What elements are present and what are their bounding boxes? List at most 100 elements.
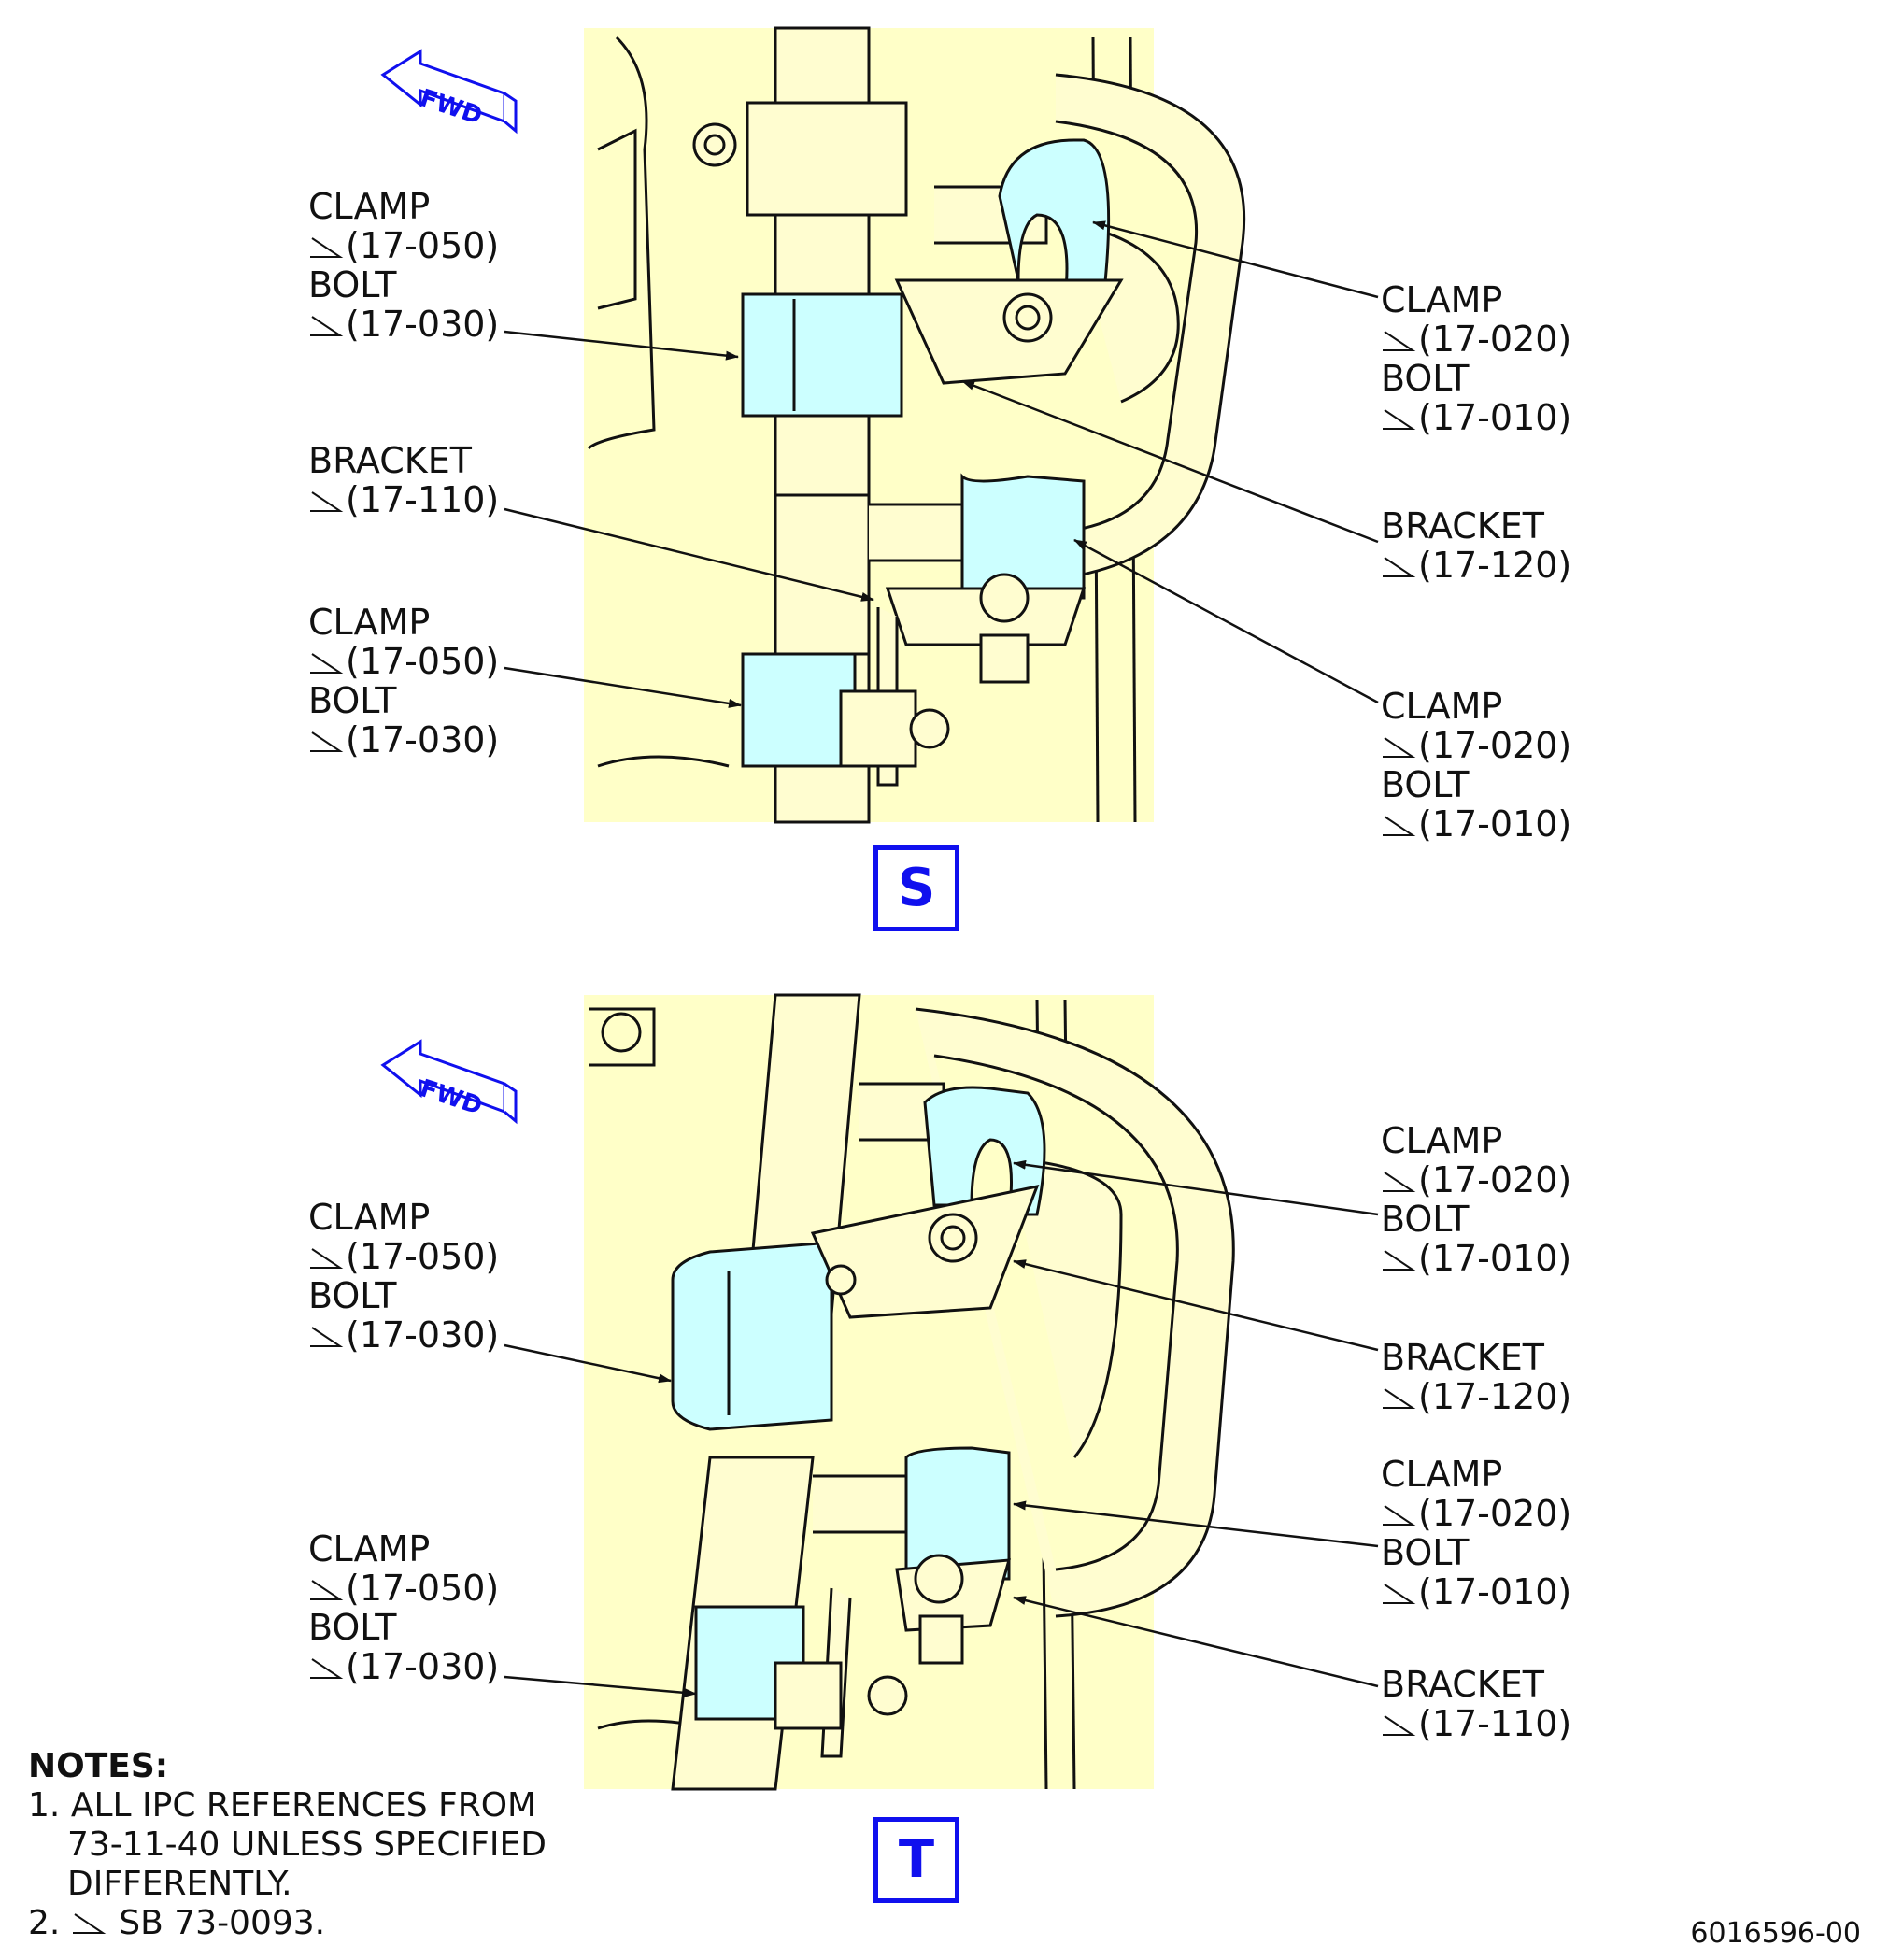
callout-line: CLAMP	[1381, 1454, 1503, 1495]
callout-line: BRACKET	[1381, 505, 1544, 547]
view-t-clamp-lower-right	[904, 1446, 1011, 1581]
sb-triangle-icon	[1383, 1715, 1416, 1736]
sb-triangle-icon	[310, 1327, 344, 1347]
view-s-clamp-upper-left	[741, 292, 903, 418]
sb-triangle-icon	[1383, 557, 1416, 577]
callout-s-clamp-bolt-upper-right: CLAMP (17-020) BOLT (17-010)	[1381, 280, 1571, 437]
view-s-clamp-lower-right	[960, 473, 1086, 600]
notes-heading: NOTES:	[28, 1747, 169, 1785]
callout-s-clamp-bolt-lower-right: CLAMP (17-020) BOLT (17-010)	[1381, 687, 1571, 844]
callout-line: (17-120)	[1418, 1376, 1572, 1417]
callout-t-clamp-bolt-lower-right: CLAMP (17-020) BOLT (17-010)	[1381, 1455, 1571, 1612]
callout-line: CLAMP	[1381, 279, 1503, 320]
callout-line: CLAMP	[1381, 686, 1503, 727]
view-t-drawing: FWD	[380, 993, 1379, 1791]
callout-s-bracket-110: BRACKET (17-110)	[308, 441, 499, 519]
callout-line: (17-050)	[346, 1568, 500, 1609]
sb-triangle-icon	[310, 731, 344, 752]
callout-line: (17-110)	[346, 479, 500, 520]
callout-line: CLAMP	[1381, 1120, 1503, 1161]
leader-t-1	[504, 1343, 672, 1384]
callout-line: (17-110)	[1418, 1703, 1572, 1744]
sb-triangle-icon	[310, 653, 344, 674]
callout-s-clamp-bolt-lower: CLAMP (17-050) BOLT (17-030)	[308, 603, 499, 760]
callout-line: (17-010)	[1418, 1238, 1572, 1279]
sb-triangle-icon	[1383, 1172, 1416, 1192]
leader-t-5	[1013, 1500, 1379, 1548]
callout-line: (17-020)	[1418, 319, 1572, 360]
view-s-drawing: FWD	[380, 26, 1379, 824]
figure-number: 6016596-00	[1690, 1917, 1861, 1950]
leader-t-6	[1013, 1596, 1379, 1688]
sb-triangle-icon	[1383, 1250, 1416, 1271]
callout-line: CLAMP	[308, 1528, 431, 1569]
sb-triangle-icon	[1383, 816, 1416, 836]
callout-s-clamp-bolt-upper: CLAMP (17-050) BOLT (17-030)	[308, 187, 499, 344]
callout-line: BOLT	[308, 1607, 397, 1648]
sb-triangle-icon	[310, 1580, 344, 1600]
sb-triangle-icon	[1383, 1505, 1416, 1526]
callout-line: (17-030)	[346, 304, 500, 345]
leader-s-1	[504, 330, 739, 361]
callout-line: (17-030)	[346, 1646, 500, 1687]
callout-line: BOLT	[1381, 1532, 1470, 1573]
view-s-clamp-lower-left	[741, 652, 857, 768]
callout-t-bracket-110: BRACKET (17-110)	[1381, 1665, 1571, 1743]
callout-line: (17-020)	[1418, 1159, 1572, 1200]
callout-line: (17-020)	[1418, 1493, 1572, 1534]
callout-line: BOLT	[1381, 358, 1470, 399]
note-text: SB 73-0093.	[119, 1904, 326, 1942]
sb-triangle-icon	[310, 1248, 344, 1269]
view-s-clamp-upper-right	[998, 138, 1111, 310]
leader-s-3	[504, 666, 742, 708]
view-s-leaders	[504, 220, 1379, 708]
callout-line: (17-050)	[346, 641, 500, 682]
sb-triangle-icon	[310, 1658, 344, 1679]
note-1: 1. ALL IPC REFERENCES FROM	[28, 1786, 547, 1825]
callout-t-clamp-bolt-lower: CLAMP (17-050) BOLT (17-030)	[308, 1529, 499, 1686]
view-t-leaders	[504, 1159, 1379, 1697]
callout-line: BOLT	[1381, 1199, 1470, 1240]
notes-block: NOTES: 1. ALL IPC REFERENCES FROM 73-11-…	[28, 1747, 547, 1943]
callout-s-bracket-120: BRACKET (17-120)	[1381, 506, 1571, 585]
note-number: 2.	[28, 1904, 61, 1942]
callout-line: (17-020)	[1418, 725, 1572, 766]
callout-line: CLAMP	[308, 602, 431, 643]
callout-line: BOLT	[308, 680, 397, 721]
view-t-fwd-arrow: FWD	[380, 1039, 518, 1125]
callout-t-bracket-120: BRACKET (17-120)	[1381, 1338, 1571, 1416]
callout-line: (17-030)	[346, 719, 500, 760]
sb-triangle-icon	[310, 316, 344, 336]
callout-line: BRACKET	[308, 440, 472, 481]
callout-line: (17-030)	[346, 1314, 500, 1356]
leader-s-2	[504, 507, 874, 602]
note-2: 2. SB 73-0093.	[28, 1904, 547, 1943]
view-label-t: T	[873, 1817, 959, 1903]
leader-s-5	[961, 379, 1379, 544]
callout-line: BRACKET	[1381, 1664, 1544, 1705]
view-s-fwd-arrow: FWD	[380, 49, 518, 135]
note-text: 73-11-40 UNLESS SPECIFIED	[67, 1825, 547, 1864]
callout-line: (17-010)	[1418, 803, 1572, 845]
note-number: 1.	[28, 1786, 61, 1825]
callout-t-clamp-bolt-upper: CLAMP (17-050) BOLT (17-030)	[308, 1198, 499, 1355]
sb-triangle-icon	[1383, 737, 1416, 758]
callout-line: BOLT	[308, 1275, 397, 1316]
callout-line: CLAMP	[308, 1197, 431, 1238]
callout-line: (17-010)	[1418, 1571, 1572, 1612]
view-label-s: S	[873, 845, 959, 931]
callout-line: BOLT	[308, 264, 397, 305]
sb-triangle-icon	[1383, 331, 1416, 351]
sb-triangle-icon	[310, 237, 344, 258]
sb-triangle-icon	[1383, 1584, 1416, 1604]
leader-t-4	[1013, 1259, 1379, 1352]
leader-t-2	[504, 1675, 697, 1697]
callout-line: (17-010)	[1418, 397, 1572, 438]
callout-t-clamp-bolt-upper-right: CLAMP (17-020) BOLT (17-010)	[1381, 1121, 1571, 1278]
callout-line: BRACKET	[1381, 1337, 1544, 1378]
callout-line: BOLT	[1381, 764, 1470, 805]
callout-line: (17-120)	[1418, 545, 1572, 586]
sb-triangle-icon	[1383, 1388, 1416, 1409]
callout-line: (17-050)	[346, 225, 500, 266]
